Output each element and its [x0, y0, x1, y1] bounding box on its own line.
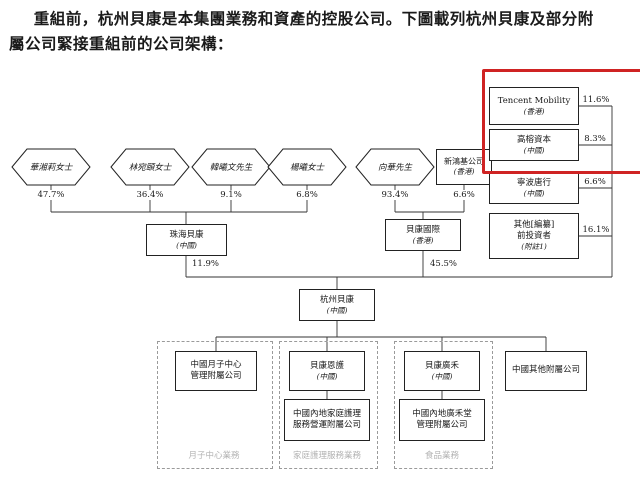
subsidiary-name-2: 管理附屬公司 [416, 420, 468, 430]
company-region: (香港) [412, 235, 434, 245]
investor-box-ningbo: 寧波唐行 (中國) [489, 172, 579, 204]
company-box-zhuhai-beikang: 珠海貝康 (中國) [146, 224, 227, 256]
ownership-pct: 16.1% [581, 225, 611, 235]
company-box-shk: 新鴻基公司 (香港) [436, 149, 492, 185]
company-box-hangzhou-beikang: 杭州貝康 (中國) [299, 289, 375, 321]
subsidiary-name-2: 管理附屬公司 [190, 371, 242, 381]
shareholder-name: 華湘莉女士 [29, 163, 73, 173]
intro-line-1: 重組前，杭州貝康是本集團業務和資產的控股公司。下圖載列杭州貝康及部分附 [33, 9, 594, 28]
subsidiary-name: 貝康恩護 [309, 360, 344, 371]
investor-name: Tencent Mobility [497, 95, 571, 106]
company-region: (香港) [453, 167, 475, 177]
shareholder-name: 楊曦女士 [289, 163, 325, 173]
intro-paragraph: 重組前，杭州貝康是本集團業務和資產的控股公司。下圖載列杭州貝康及部分附 屬公司緊… [9, 6, 627, 56]
ownership-pct: 36.4% [135, 190, 165, 200]
investor-box-tencent: Tencent Mobility (香港) [489, 87, 579, 125]
subsidiary-region: (中國) [316, 371, 338, 381]
subsidiary-name: 貝康廣禾 [424, 360, 459, 371]
company-name: 新鴻基公司 [444, 156, 484, 166]
ownership-pct: 45.5% [429, 259, 459, 269]
ownership-pct: 93.4% [380, 190, 410, 200]
investor-region: (中國) [523, 145, 545, 155]
company-box-beikang-international: 貝康國際 (香港) [385, 219, 461, 251]
shareholder-name: 林宛頤女士 [128, 163, 172, 173]
company-name: 杭州貝康 [319, 294, 354, 305]
ownership-pct: 11.6% [581, 95, 611, 105]
investor-box-other-pre-investors: 其他[編纂] 前投資者 (附註1) [489, 213, 579, 259]
investor-note: (附註1) [521, 242, 547, 252]
ownership-pct: 6.6% [452, 190, 476, 200]
subsidiary-box-beikang-enhu: 貝康恩護 (中國) [289, 351, 365, 391]
intro-line-2: 屬公司緊接重組前的公司架構： [9, 34, 234, 53]
shareholder-hexagon [11, 148, 91, 186]
subsidiary-box-homecare-ops: 中國內地家庭護理 服務營運附屬公司 [284, 399, 370, 441]
subsidiary-box-guanghetang-mgmt: 中國內地廣禾堂 管理附屬公司 [399, 399, 485, 441]
company-name: 珠海貝康 [169, 229, 204, 240]
subsidiary-region: (中國) [431, 371, 453, 381]
ownership-pct: 6.6% [583, 177, 607, 187]
company-name: 貝康國際 [405, 224, 440, 235]
investor-box-gaorong: 高榕資本 (中國) [489, 129, 579, 161]
investor-name: 其他[編纂] [513, 220, 555, 231]
subsidiary-name: 中國內地家庭護理 [292, 408, 361, 419]
ownership-pct: 8.3% [583, 134, 607, 144]
business-group-frame-monthcare [157, 341, 273, 469]
subsidiary-box-beikang-guanghe: 貝康廣禾 (中國) [404, 351, 480, 391]
ownership-pct: 9.1% [219, 190, 243, 200]
shareholder-name: 向華先生 [377, 163, 413, 173]
subsidiary-box-monthcare-mgmt: 中國月子中心 管理附屬公司 [175, 351, 257, 391]
subsidiary-box-other-prc: 中國其他附屬公司 [505, 351, 587, 391]
company-region: (中國) [176, 240, 197, 250]
business-group-frame-homecare [279, 341, 378, 469]
shareholder-hexagon [267, 148, 347, 186]
investor-name: 寧波唐行 [516, 177, 551, 188]
investor-name-2: 前投資者 [516, 231, 551, 242]
investor-region: (中國) [523, 188, 545, 198]
investor-region: (香港) [523, 106, 545, 116]
ownership-pct: 11.9% [191, 259, 221, 269]
business-label-food: 食品業務 [424, 451, 460, 461]
investor-name: 高榕資本 [516, 134, 551, 145]
shareholder-hexagon [355, 148, 435, 186]
company-region: (中國) [326, 305, 348, 315]
subsidiary-name: 中國月子中心 [190, 359, 242, 370]
subsidiary-name: 中國其他附屬公司 [511, 365, 580, 376]
business-label-monthcare: 月子中心業務 [188, 451, 240, 461]
business-label-homecare: 家庭護理服務業務 [292, 451, 362, 461]
subsidiary-name: 中國內地廣禾堂 [412, 408, 472, 419]
shareholder-name: 韓曦文先生 [209, 163, 253, 173]
ownership-pct: 47.7% [36, 190, 66, 200]
shareholder-hexagon [110, 148, 190, 186]
ownership-pct: 6.8% [295, 190, 319, 200]
subsidiary-name-2: 服務營運附屬公司 [292, 420, 361, 430]
business-group-frame-food [394, 341, 493, 469]
